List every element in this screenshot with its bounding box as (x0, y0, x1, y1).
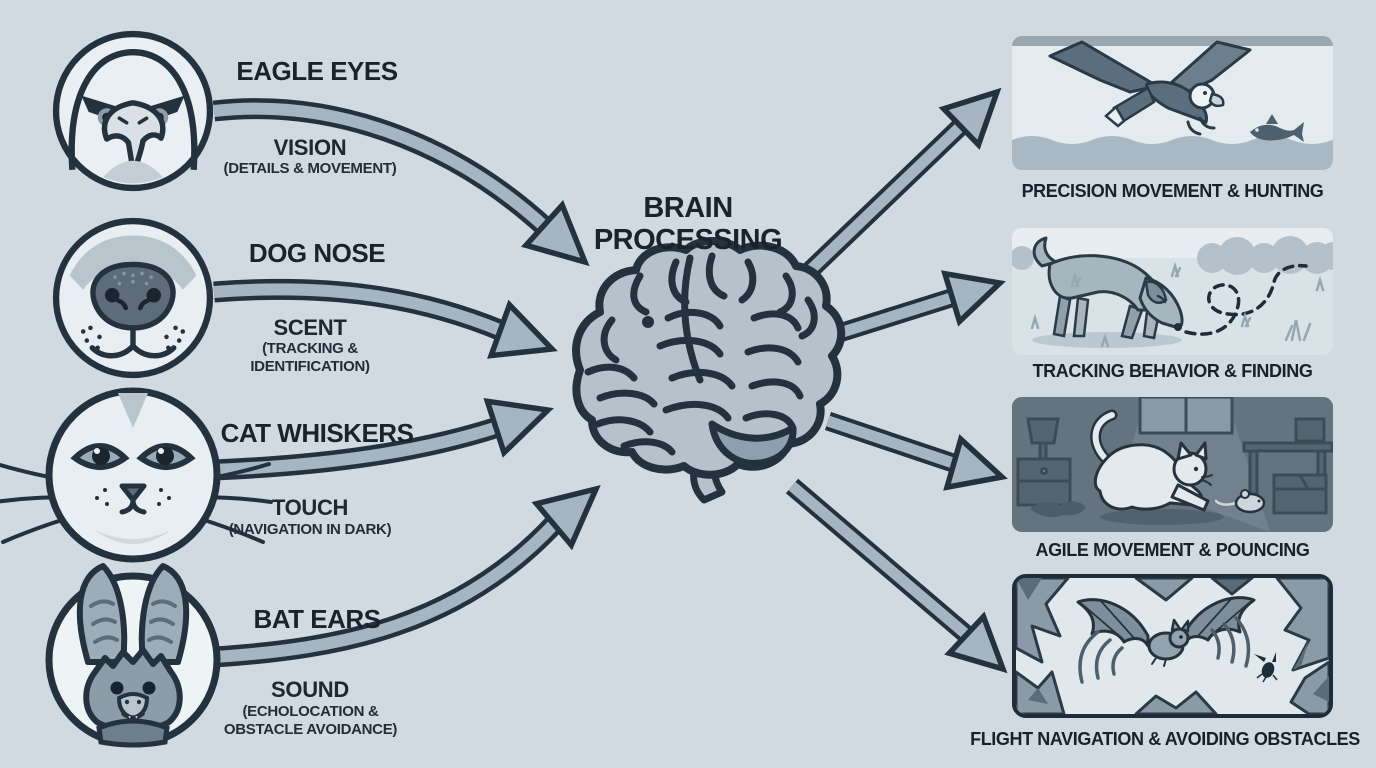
grass-tufts (1030, 261, 1325, 348)
bat-chest (96, 718, 170, 748)
outcome-image-dog-tracking (1012, 228, 1333, 355)
sense-title-bat: BAT EARS (253, 604, 381, 634)
echolocation-waves (1078, 616, 1251, 684)
sense-name-touch: TOUCH (271, 495, 349, 520)
cat-front-paw (1170, 483, 1210, 512)
dog-head-left-patch (69, 235, 133, 290)
cat-mouth (119, 497, 147, 515)
cat-forehead-mark (118, 393, 148, 428)
dog-mouth (89, 343, 177, 359)
sense-name-sound: SOUND (271, 677, 349, 702)
arrow-brain-to-bat-flight (785, 478, 1008, 674)
eagle-swooping (1048, 40, 1252, 136)
sense-detail-sound: (ECHOLOCATION & OBSTACLE AVOIDANCE) (223, 703, 398, 738)
panel-top-band (1012, 36, 1333, 46)
room-furniture (1016, 397, 1333, 515)
outcome-caption-dog: TRACKING BEHAVIOR & FINDING (1032, 361, 1313, 381)
lamp-shade (1026, 417, 1060, 445)
arrow-brain-to-eagle-hunting (790, 87, 1002, 290)
eagle-head-arc (68, 48, 198, 171)
cave-rock-shadows (1016, 578, 1329, 704)
outcome-caption-bat: FLIGHT NAVIGATION & AVOIDING OBSTACLES (970, 729, 1360, 749)
table-top (1242, 441, 1333, 453)
bat-head (83, 647, 183, 733)
outcome-image-eagle-hunting (1012, 36, 1333, 170)
cloth (1030, 501, 1086, 517)
arrow-brain-to-cat-pouncing (824, 411, 1008, 491)
arrow-bat-to-brain (213, 484, 601, 668)
dog-nose-icon (47, 212, 219, 384)
dog-nose-texture (113, 271, 153, 286)
bat-flying (1076, 596, 1256, 667)
cat-chin-shading (95, 530, 171, 544)
sense-name-scent: SCENT (273, 315, 347, 340)
dog-whisker-dots (80, 325, 186, 351)
fish (1250, 114, 1304, 142)
outcome-image-cat-pouncing (1012, 397, 1333, 532)
brain-dot (642, 316, 654, 328)
insect (1254, 652, 1278, 683)
outcome-image-bat-flight (1012, 574, 1333, 718)
arrow-brain-to-dog-tracking (827, 270, 1006, 346)
cat-stalking (1090, 409, 1213, 512)
arrow-dog-to-brain (213, 278, 558, 359)
sense-title-eagle: EAGLE EYES (236, 56, 398, 86)
cat-face-icon (0, 380, 283, 580)
cat-shadow (1100, 509, 1224, 525)
sense-title-dog: DOG NOSE (248, 238, 386, 268)
dog-sniffing (1032, 236, 1184, 340)
brain-icon (572, 237, 846, 504)
box (1272, 473, 1328, 515)
scent-trail (1184, 263, 1308, 336)
sense-detail-vision: (DETAILS & MOVEMENT) (223, 160, 397, 177)
cat-nose (119, 483, 147, 503)
water (1012, 136, 1333, 170)
sense-title-cat: CAT WHISKERS (220, 418, 414, 448)
outcome-caption-cat: AGILE MOVEMENT & POUNCING (1035, 540, 1310, 560)
bat-ear-ridges (89, 599, 177, 644)
sense-name-vision: VISION (273, 135, 347, 160)
table-object (1294, 417, 1326, 443)
outcome-caption-eagle: PRECISION MOVEMENT & HUNTING (1021, 181, 1324, 201)
arrow-eagle-to-brain (212, 98, 590, 267)
sense-detail-scent: (TRACKING & IDENTIFICATION) (250, 340, 370, 375)
brain-label-line1: BRAIN (643, 192, 733, 224)
sense-detail-touch: (NAVIGATION IN DARK) (228, 521, 392, 538)
eagle-face-icon (47, 25, 219, 197)
brain-gyri (584, 252, 818, 456)
mouse (1214, 489, 1266, 514)
brain-cerebellum (708, 420, 797, 467)
dog-head-right-patch (133, 235, 197, 290)
cat-whisker-dots (95, 488, 171, 506)
bat-face-icon (33, 532, 233, 750)
bat-mouth (121, 712, 145, 720)
brain-label-line2: PROCESSING (593, 224, 783, 257)
bat-muzzle (116, 692, 150, 721)
eagle-chest (103, 160, 163, 184)
brain-processing-label: BRAIN PROCESSING (568, 192, 808, 257)
